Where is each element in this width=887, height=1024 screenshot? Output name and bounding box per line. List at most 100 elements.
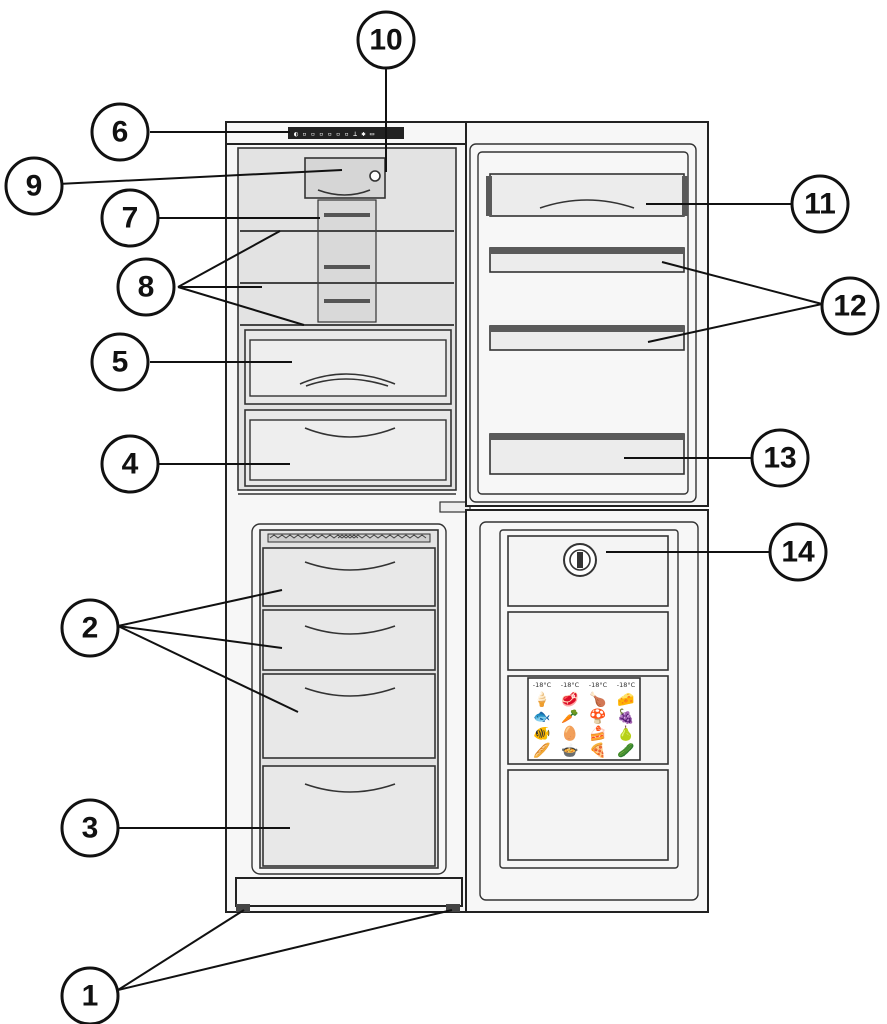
- callout-10: 10: [356, 10, 416, 70]
- food-icon: 🍰: [589, 725, 606, 742]
- food-icon: 🥕: [561, 708, 578, 725]
- leader-12-upper: [661, 261, 823, 305]
- callout-1-label: 1: [82, 980, 99, 1013]
- fan-light-housing: [304, 157, 386, 199]
- callout-4-label: 4: [122, 448, 139, 481]
- callout-14: 14: [768, 522, 828, 582]
- callout-6-label: 6: [112, 116, 129, 149]
- freezer-door-liner: [479, 521, 699, 901]
- callout-9: 9: [4, 156, 64, 216]
- control-panel: [288, 127, 404, 139]
- ice-maker-knob-grip: [577, 552, 583, 568]
- adjustable-foot-left: [236, 904, 250, 912]
- drawer-5-handle: [299, 373, 396, 385]
- door-shelf-11-side-left: [486, 176, 492, 216]
- leader-2-drawer-3: [117, 625, 299, 713]
- leader-2-drawer-1: [117, 589, 283, 627]
- food-icon: 🍇: [617, 708, 634, 725]
- callout-12: 12: [820, 276, 880, 336]
- temperature-sensor: [369, 170, 381, 182]
- food-icon: 🍦: [533, 691, 550, 708]
- door-shelf-13-rail: [490, 434, 684, 440]
- callout-11: 11: [790, 174, 850, 234]
- drawer-5-handle-inner: [305, 378, 389, 387]
- food-icon: 🍲: [561, 742, 578, 759]
- callout-2-label: 2: [82, 612, 99, 645]
- frozen-food-storage-chart: [527, 677, 641, 761]
- refrigerator-doors: -18°C-18°C-18°C-18°C 🍦🥩🍗🧀🐟🥕🍄🍇🐠🥚🍰🍐🥖🍲🍕🥒: [439, 121, 709, 913]
- callout-13-label: 13: [763, 442, 796, 475]
- freezer-drawer-3: [262, 673, 436, 759]
- door-shelf-12-upper-rail: [490, 248, 684, 254]
- control-panel-display: ◐ ▫ ▫ ▫ ▫ ▫ ▫ ⟂ ✱ ▭: [294, 130, 374, 138]
- callout-7: 7: [100, 188, 160, 248]
- cabinet-plinth: [235, 877, 463, 907]
- freezer-drawer-1-handle: [304, 561, 396, 571]
- callout-7-label: 7: [122, 202, 139, 235]
- food-icon: 🐟: [533, 709, 550, 725]
- food-icon: 🧀: [617, 692, 634, 708]
- grille-pattern-left: [269, 534, 359, 539]
- food-icon: 🍕: [589, 742, 606, 759]
- door-shelf-12-lower-rail: [490, 326, 684, 332]
- food-icon: 🍄: [589, 708, 606, 725]
- leader-8-shelf-1: [177, 230, 281, 288]
- freezer-evaporator-grille: [267, 533, 431, 543]
- leader-lines: [57, 64, 823, 991]
- freezer-door-panel-4: [507, 769, 669, 861]
- freezer-door-inner: [499, 529, 679, 869]
- leader-1-left-foot: [117, 909, 245, 991]
- air-vent-3: [324, 299, 370, 303]
- freezer-bottom-drawer-handle: [304, 783, 396, 793]
- storage-chart-headers: -18°C-18°C-18°C-18°C: [533, 681, 636, 689]
- grille-pattern-right: [337, 534, 427, 539]
- callout-2: 2: [60, 598, 120, 658]
- callout-4: 4: [100, 434, 160, 494]
- leader-8-shelf-3: [177, 286, 305, 326]
- food-icon: 🍐: [617, 725, 634, 742]
- callout-3-label: 3: [82, 812, 99, 845]
- drawer-4-handle: [304, 427, 396, 438]
- door-shelf-11-lid: [539, 199, 635, 209]
- freezer-drawer-2: [262, 609, 436, 671]
- storage-chart-icons: 🍦🥩🍗🧀🐟🥕🍄🍇🐠🥚🍰🍐🥖🍲🍕🥒: [533, 691, 634, 759]
- callout-5-label: 5: [112, 346, 129, 379]
- leader-9: [57, 169, 343, 185]
- food-icon: 🥖: [533, 742, 550, 759]
- callout-3: 3: [60, 798, 120, 858]
- food-icon: 🥩: [561, 691, 578, 708]
- door-shelf-11: [489, 173, 685, 217]
- callout-11-label: 11: [804, 188, 836, 221]
- callout-13: 13: [750, 428, 810, 488]
- callout-8-label: 8: [138, 271, 155, 304]
- freezer-bottom-drawer: [262, 765, 436, 867]
- leader-12-lower: [647, 303, 823, 343]
- air-channel-column: [317, 199, 377, 323]
- refrigerator-cabinet: ◐ ▫ ▫ ▫ ▫ ▫ ▫ ⟂ ✱ ▭: [225, 121, 467, 913]
- callout-12-label: 12: [833, 290, 866, 323]
- leader-1-right-foot: [117, 909, 453, 991]
- storage-chart-header: -18°C: [617, 681, 636, 689]
- food-icon: 🥒: [617, 742, 634, 759]
- air-vent-2: [324, 265, 370, 269]
- food-icon: 🍗: [589, 691, 606, 708]
- fridge-door-inner: [477, 151, 689, 495]
- callout-6: 6: [90, 102, 150, 162]
- callout-14-label: 14: [781, 536, 815, 569]
- callout-1: 1: [60, 966, 120, 1024]
- storage-chart-header: -18°C: [533, 681, 552, 689]
- freezer-drawer-1: [262, 547, 436, 607]
- adjustable-foot-right: [446, 904, 460, 912]
- callouts: 1 2 3 4 5 6 7 8 9 10 11 12 13 14: [4, 10, 880, 1024]
- food-icon: 🥚: [561, 725, 578, 742]
- ice-maker-knob-ring: [569, 549, 591, 571]
- freezer-compartment: [251, 523, 447, 875]
- freezer-drawer-2-handle: [304, 625, 396, 635]
- air-vent-1: [324, 213, 370, 217]
- leader-2-drawer-2: [117, 625, 283, 649]
- freezer-door-panel-2: [507, 611, 669, 671]
- fridge-door-liner: [469, 143, 697, 503]
- callout-10-label: 10: [369, 24, 402, 57]
- freezer-drawer-3-handle: [304, 687, 396, 697]
